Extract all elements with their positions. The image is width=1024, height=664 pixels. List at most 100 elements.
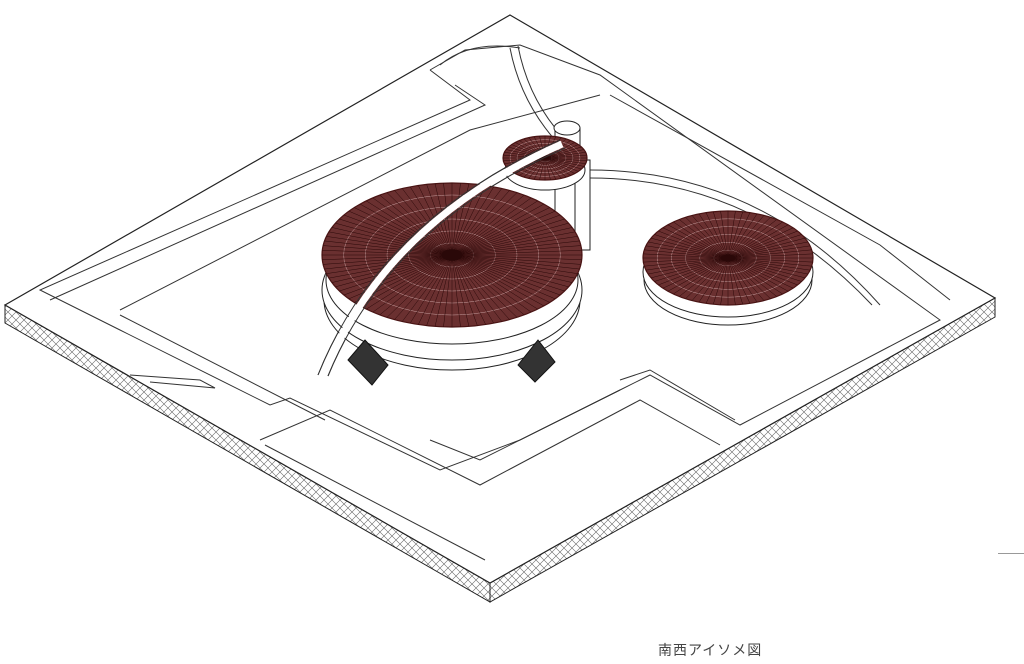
dome-rib bbox=[727, 257, 802, 282]
dome-rib bbox=[679, 219, 729, 259]
dome-rib bbox=[379, 254, 453, 316]
dome-rib bbox=[544, 152, 586, 159]
dome-rib bbox=[394, 190, 453, 256]
dome-rib bbox=[644, 249, 729, 259]
dome-rib bbox=[451, 254, 538, 310]
dome-rib bbox=[727, 257, 765, 301]
dome-rib bbox=[713, 257, 729, 305]
dome-rib bbox=[727, 257, 813, 263]
dome-rib bbox=[533, 157, 546, 180]
dome-rib bbox=[727, 257, 806, 279]
margin-mark bbox=[998, 553, 1024, 554]
main-dome bbox=[321, 182, 583, 328]
dome-rib bbox=[409, 254, 453, 324]
dome-rib bbox=[727, 211, 743, 259]
dome-rib bbox=[451, 214, 561, 256]
dome-rib bbox=[544, 157, 582, 170]
dome-rib bbox=[727, 213, 758, 259]
dome-rib bbox=[451, 254, 578, 274]
dome-rib bbox=[451, 250, 582, 256]
dome-rib bbox=[339, 254, 453, 292]
dome-rib bbox=[451, 207, 550, 256]
dome-rib bbox=[451, 254, 545, 307]
dome-rib bbox=[418, 254, 453, 325]
dome-rib bbox=[451, 218, 565, 256]
dome-rib bbox=[451, 254, 518, 318]
dome-rib bbox=[451, 203, 545, 256]
dome-rib bbox=[451, 254, 461, 327]
dome-rib bbox=[727, 257, 751, 304]
dome-rib bbox=[705, 257, 729, 304]
dome-rib bbox=[323, 245, 453, 256]
dome-rib bbox=[451, 200, 538, 256]
dome-rib bbox=[451, 192, 518, 256]
dome-rib bbox=[322, 254, 453, 260]
dome-rib bbox=[727, 257, 808, 275]
dome-rib bbox=[662, 227, 729, 259]
dome-rib bbox=[386, 192, 453, 256]
dome-rib bbox=[679, 257, 729, 297]
dome-rib bbox=[544, 157, 562, 179]
east-dome bbox=[642, 210, 814, 306]
dome-rib bbox=[451, 254, 582, 260]
dome-rib bbox=[727, 257, 789, 292]
dome-rib bbox=[544, 144, 579, 159]
dome-apex bbox=[721, 254, 735, 262]
dome-rib bbox=[339, 218, 453, 256]
dome-rib bbox=[648, 257, 729, 275]
dome-rib bbox=[685, 217, 729, 259]
dome-rib bbox=[727, 257, 777, 297]
dome-rib bbox=[645, 245, 729, 259]
dome-rib bbox=[645, 257, 729, 271]
dome-rib bbox=[394, 254, 453, 320]
dome-rib bbox=[691, 257, 729, 301]
dome-rib bbox=[727, 219, 777, 259]
dome-rib bbox=[698, 257, 729, 303]
dome-rib bbox=[648, 241, 729, 259]
dome-rib bbox=[372, 197, 453, 256]
dome-rib bbox=[727, 257, 811, 271]
dome-rib bbox=[644, 257, 729, 267]
dome-rib bbox=[443, 254, 453, 327]
dome-rib bbox=[654, 234, 729, 259]
dome-rib bbox=[451, 240, 580, 256]
stair-west bbox=[347, 339, 389, 386]
dome-rib bbox=[335, 254, 453, 288]
dome-rib bbox=[323, 254, 453, 265]
walkway-over-dome bbox=[319, 140, 564, 378]
dome-rib bbox=[727, 217, 771, 259]
dome-rib bbox=[402, 188, 453, 256]
dome-rib bbox=[451, 254, 532, 313]
dome-rib bbox=[727, 211, 736, 259]
dome-rib bbox=[667, 257, 729, 292]
dome-rib bbox=[544, 157, 575, 174]
dome-rib bbox=[451, 254, 550, 303]
dome-rib bbox=[451, 254, 561, 296]
dome-rib bbox=[544, 149, 584, 159]
dome-rib bbox=[451, 254, 502, 322]
dome-rib bbox=[379, 194, 453, 256]
dome-rib bbox=[727, 241, 808, 259]
dome-rib bbox=[515, 157, 546, 174]
dome-rib bbox=[451, 185, 486, 256]
dome-rib bbox=[451, 236, 578, 256]
dome-rib bbox=[720, 211, 729, 259]
dome-rib bbox=[643, 253, 729, 259]
dome-rib bbox=[451, 254, 495, 324]
dome-rib bbox=[544, 157, 567, 178]
dome-rib bbox=[451, 254, 486, 325]
dome-apex bbox=[441, 249, 463, 261]
dome-rib bbox=[451, 227, 573, 256]
dome-rib bbox=[451, 186, 495, 256]
dome-rib bbox=[544, 157, 586, 164]
dome-rib bbox=[727, 257, 798, 286]
dome-rib bbox=[451, 254, 581, 265]
dome-rib bbox=[727, 257, 771, 299]
dome-rib bbox=[539, 157, 546, 180]
dome-rib bbox=[727, 257, 794, 289]
dome-rib bbox=[727, 257, 758, 303]
dome-rib bbox=[727, 215, 765, 259]
dome-rib bbox=[544, 157, 587, 162]
dome-rib bbox=[727, 234, 802, 259]
